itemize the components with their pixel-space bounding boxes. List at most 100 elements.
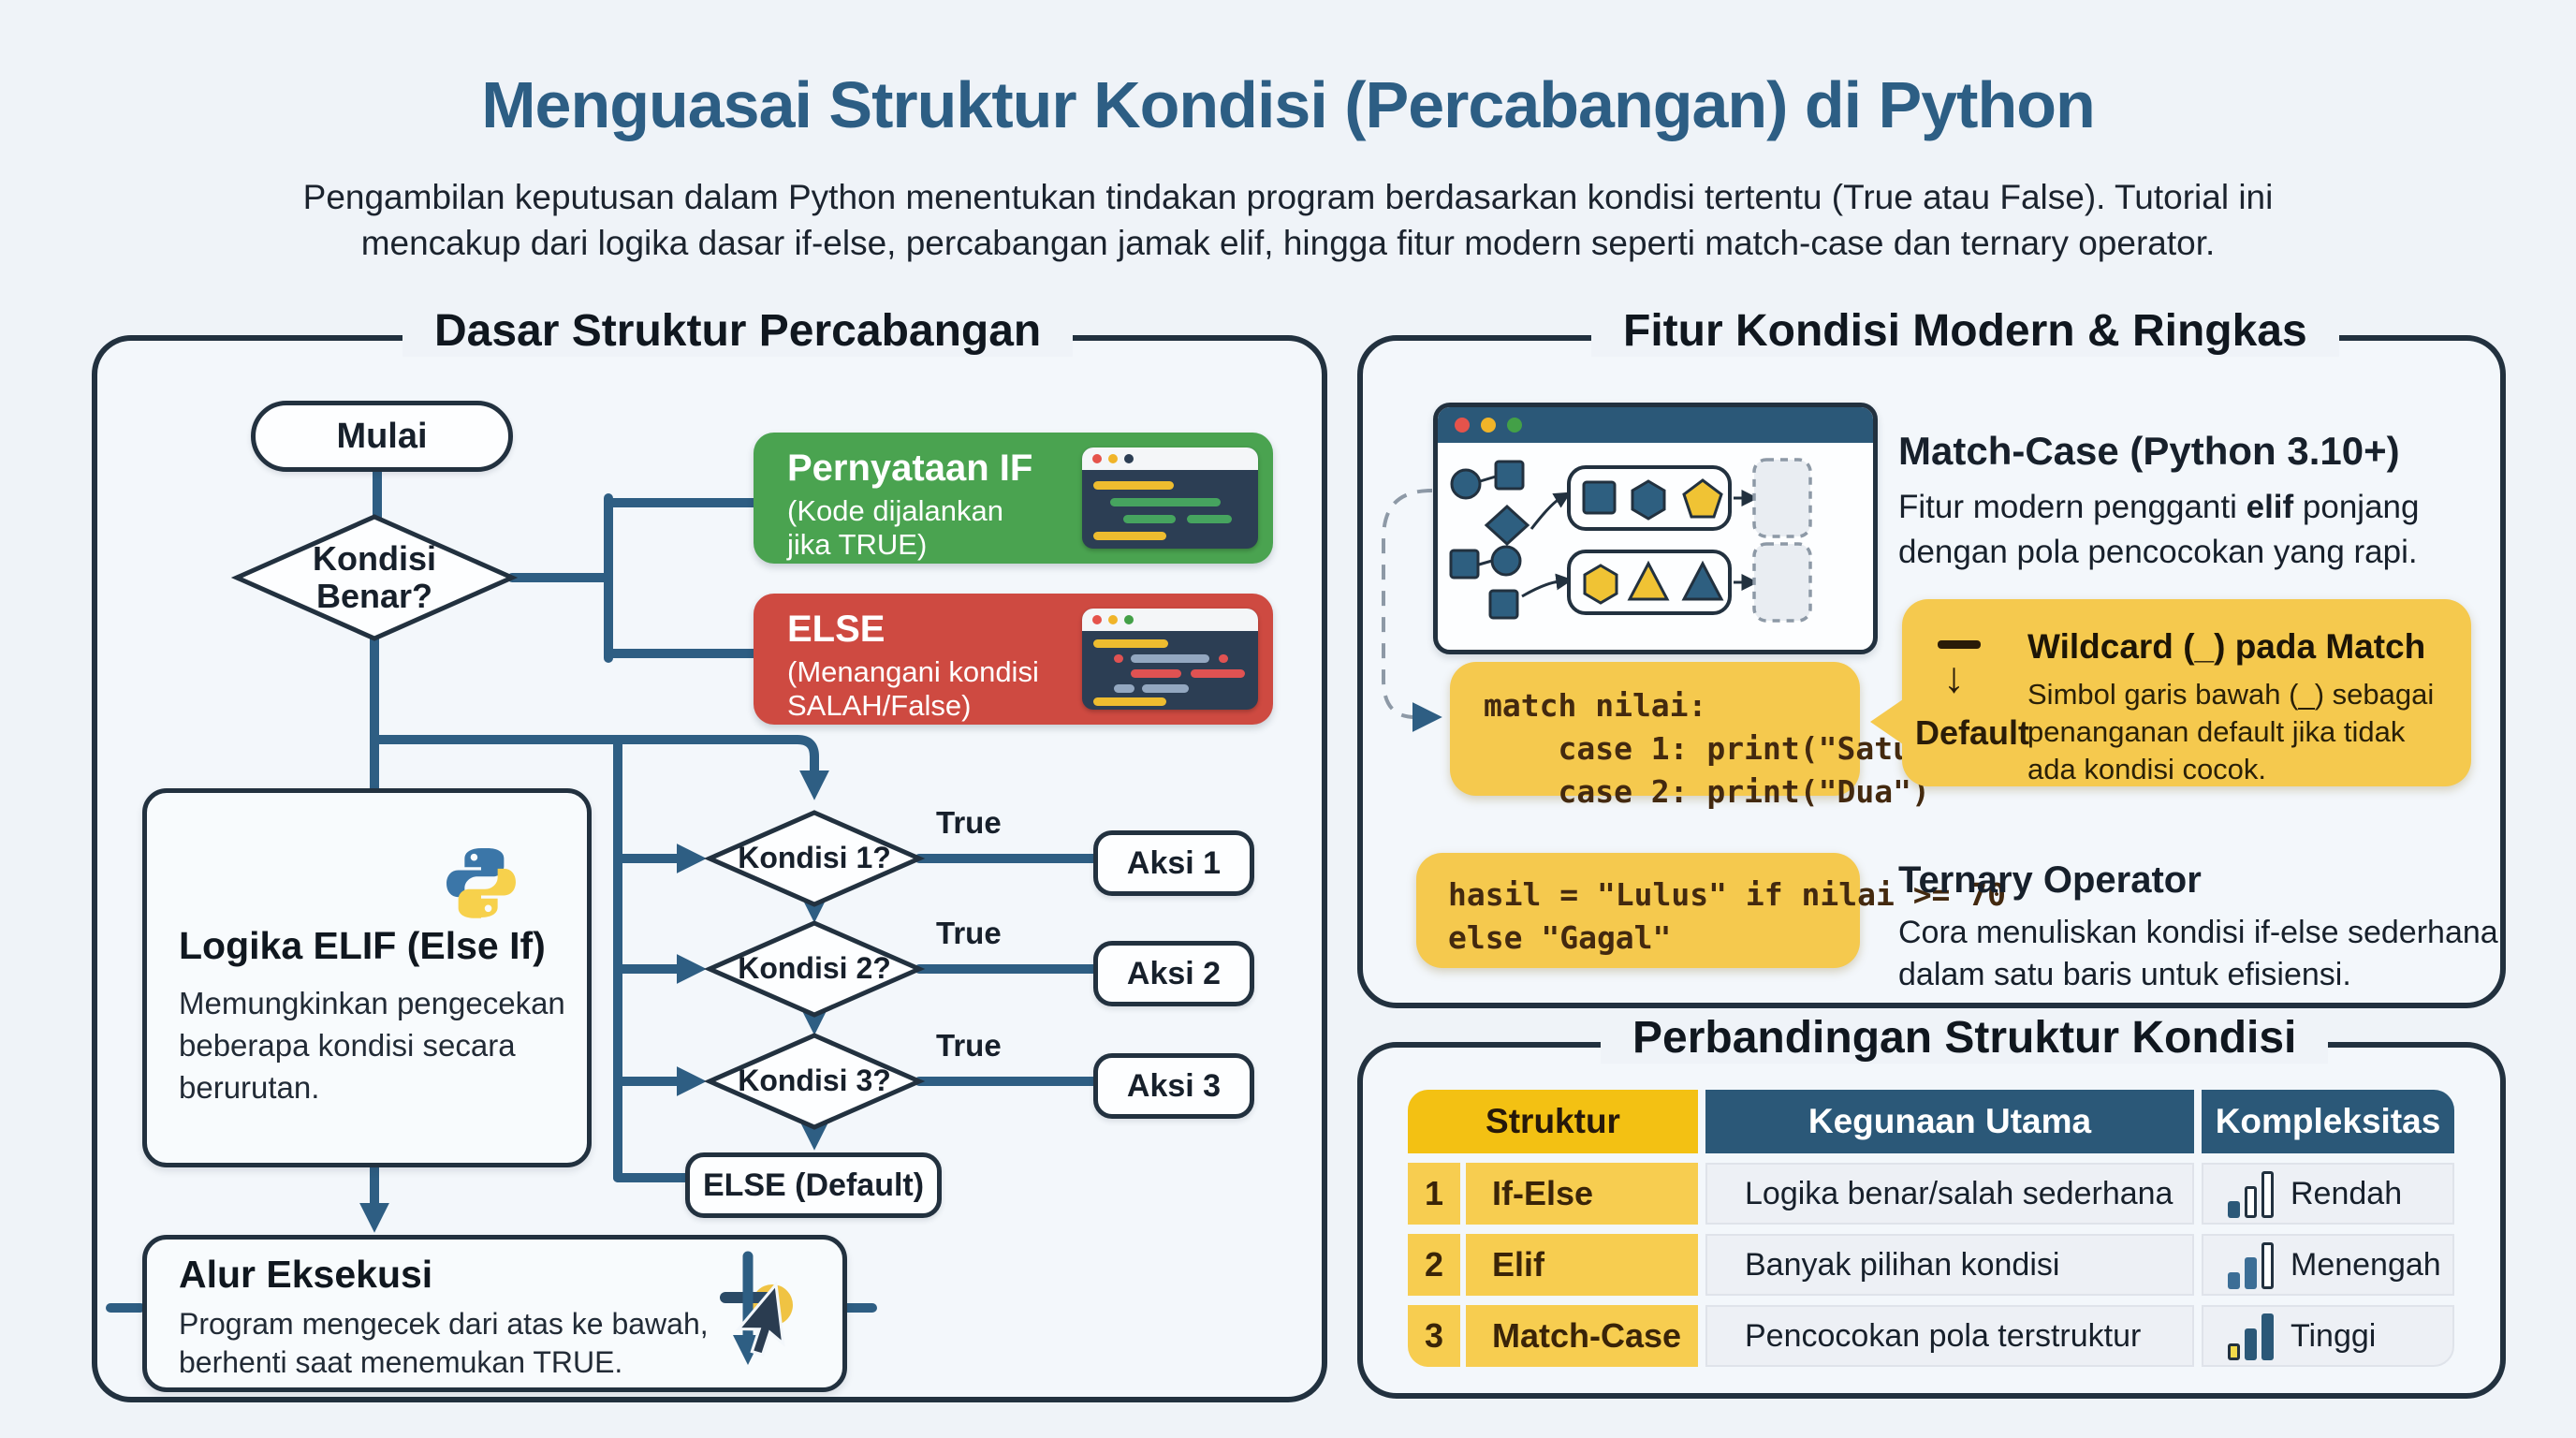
action-node-3: Aksi 3 <box>1093 1053 1254 1119</box>
match-case-desc-line2: dengan pola pencocokan yang rapi. <box>1898 534 2418 570</box>
decision-main-label-line2: Benar? <box>315 577 433 615</box>
pattern-matching-browser-mockup <box>1433 403 1878 654</box>
code-line-bar <box>1110 498 1221 506</box>
yellow-dot-icon <box>1108 615 1118 624</box>
ternary-code-snippet: hasil = "Lulus" if nilai >= 70 else "Gag… <box>1416 853 2006 968</box>
decision-diamond-main <box>230 514 519 641</box>
table-row-number: 2 <box>1408 1234 1460 1296</box>
if-box-desc-line1: (Kode dijalankan <box>787 494 1003 527</box>
true-label-1: True <box>936 805 1002 840</box>
table-row-number: 3 <box>1408 1305 1460 1367</box>
code-editor-thumbnail-green <box>1082 448 1258 549</box>
table-row-complexity: Tinggi <box>2202 1305 2454 1367</box>
wildcard-callout: ↓ Default Wildcard (_) pada Match Simbol… <box>1870 599 2471 786</box>
match-case-desc-bold: elif <box>2246 489 2294 525</box>
down-arrow-icon: ↓ <box>1943 653 1965 701</box>
alur-desc-line2: berhenti saat menemukan TRUE. <box>179 1345 623 1379</box>
wildcard-default-label: Default <box>1915 713 2030 752</box>
wildcard-desc-line2: penanganan default jika tidak <box>2027 715 2406 748</box>
dark-dot-icon <box>1124 454 1134 463</box>
action-node-2: Aksi 2 <box>1093 941 1254 1006</box>
editor-titlebar <box>1082 448 1258 470</box>
if-box-desc-line2: jika TRUE) <box>787 528 928 561</box>
if-box-title: Pernyataan IF <box>787 448 1033 489</box>
true-label-2: True <box>936 916 1002 950</box>
page-subtitle-line1: Pengambilan keputusan dalam Python menen… <box>302 178 2274 216</box>
left-panel-header: Dasar Struktur Percabangan <box>402 305 1074 358</box>
yellow-dot-icon <box>1481 418 1496 433</box>
wildcard-title: Wildcard (_) pada Match <box>2027 627 2426 666</box>
decision-main-label-line1: Kondisi <box>313 538 436 578</box>
execution-flow-box: Alur Eksekusi Program mengecek dari atas… <box>142 1235 847 1392</box>
underscore-icon <box>1938 640 1981 649</box>
dashed-connector <box>1382 489 1442 732</box>
browser-titlebar <box>1438 407 1873 443</box>
else-box-desc-line2: SALAH/False) <box>787 689 972 722</box>
ternary-title: Ternary Operator <box>1898 859 2202 901</box>
match-code-line3: case 2: print("Dua") <box>1484 773 1930 810</box>
green-dot-icon <box>1124 615 1134 624</box>
page-subtitle-line2: mencakup dari logika dasar if-else, perc… <box>360 224 2216 262</box>
elif-desc-line3: berurutan. <box>179 1070 320 1105</box>
code-line-bar <box>1219 654 1228 663</box>
complexity-label: Tinggi <box>2291 1317 2377 1354</box>
red-dot-icon <box>1092 454 1102 463</box>
flow-to-kondisi1 <box>370 735 830 800</box>
yellow-dot-icon <box>1108 454 1118 463</box>
decision-diamond-2 <box>703 920 926 1018</box>
decision-diamond-1 <box>703 810 926 907</box>
table-row-usage: Logika benar/salah sederhana <box>1705 1163 2194 1225</box>
match-case-desc-post: ponjang <box>2293 489 2420 525</box>
decision-1-label: Kondisi 1? <box>738 841 891 875</box>
complexity-bars-icon <box>2228 1312 2274 1360</box>
right-bottom-panel-header: Perbandingan Struktur Kondisi <box>1601 1012 2329 1064</box>
match-code-line1: match nilai: <box>1484 687 1707 724</box>
elif-logic-box: Logika ELIF (Else If) Memungkinkan penge… <box>142 788 592 1167</box>
code-line-bar <box>1093 481 1174 490</box>
code-line-bar <box>1131 669 1181 678</box>
cursor-icon <box>735 1281 785 1357</box>
execution-flow-icon <box>720 1251 793 1365</box>
code-line-bar <box>1191 669 1245 678</box>
action-node-1: Aksi 1 <box>1093 830 1254 896</box>
table-row-name: If-Else <box>1466 1163 1698 1225</box>
else-box-title: ELSE <box>787 609 886 650</box>
code-editor-thumbnail-red <box>1082 609 1258 710</box>
table-header-struktur: Struktur <box>1408 1090 1698 1153</box>
code-line-bar <box>1114 684 1134 693</box>
if-statement-box: Pernyataan IF (Kode dijalankan jika TRUE… <box>754 433 1273 564</box>
callout-tail <box>1870 697 1906 746</box>
match-case-desc-pre: Fitur modern pengganti <box>1898 489 2247 525</box>
else-statement-box: ELSE (Menangani kondisi SALAH/False) <box>754 594 1273 725</box>
alur-desc-line1: Program mengecek dari atas ke bawah, <box>179 1307 709 1341</box>
alur-title: Alur Eksekusi <box>179 1253 433 1296</box>
ternary-desc-line1: Cora menuliskan kondisi if-else sederhan… <box>1898 915 2498 950</box>
red-dot-icon <box>1092 615 1102 624</box>
table-header-kegunaan: Kegunaan Utama <box>1705 1090 2194 1153</box>
red-dot-icon <box>1455 418 1470 433</box>
elif-desc-line2: beberapa kondisi secara <box>179 1028 516 1063</box>
table-row-number: 1 <box>1408 1163 1460 1225</box>
decision-2-label: Kondisi 2? <box>738 951 891 986</box>
match-code-line2: case 1: print("Satu") <box>1484 730 1949 767</box>
decision-3-label: Kondisi 3? <box>738 1064 891 1098</box>
true-label-3: True <box>936 1028 1002 1063</box>
code-line-bar <box>1093 532 1166 540</box>
code-line-bar <box>1187 515 1232 523</box>
table-row-name: Match-Case <box>1466 1305 1698 1367</box>
decision-diamond-3 <box>703 1033 926 1130</box>
code-line-bar <box>1131 654 1209 663</box>
complexity-bars-icon <box>2228 1240 2274 1289</box>
code-line-bar <box>1093 697 1166 706</box>
table-row-name: Elif <box>1466 1234 1698 1296</box>
ternary-desc-line2: dalam satu baris untuk efisiensi. <box>1898 957 2351 992</box>
complexity-label: Menengah <box>2291 1246 2441 1283</box>
elif-desc-line1: Memungkinkan pengecekan <box>179 986 565 1020</box>
code-line-bar <box>1142 684 1189 693</box>
pattern-matching-illustration <box>1449 458 1812 623</box>
right-top-panel-header: Fitur Kondisi Modern & Ringkas <box>1591 305 2339 358</box>
table-row-usage: Pencocokan pola terstruktur <box>1705 1305 2194 1367</box>
table-header-kompleksitas: Kompleksitas <box>2202 1090 2454 1153</box>
